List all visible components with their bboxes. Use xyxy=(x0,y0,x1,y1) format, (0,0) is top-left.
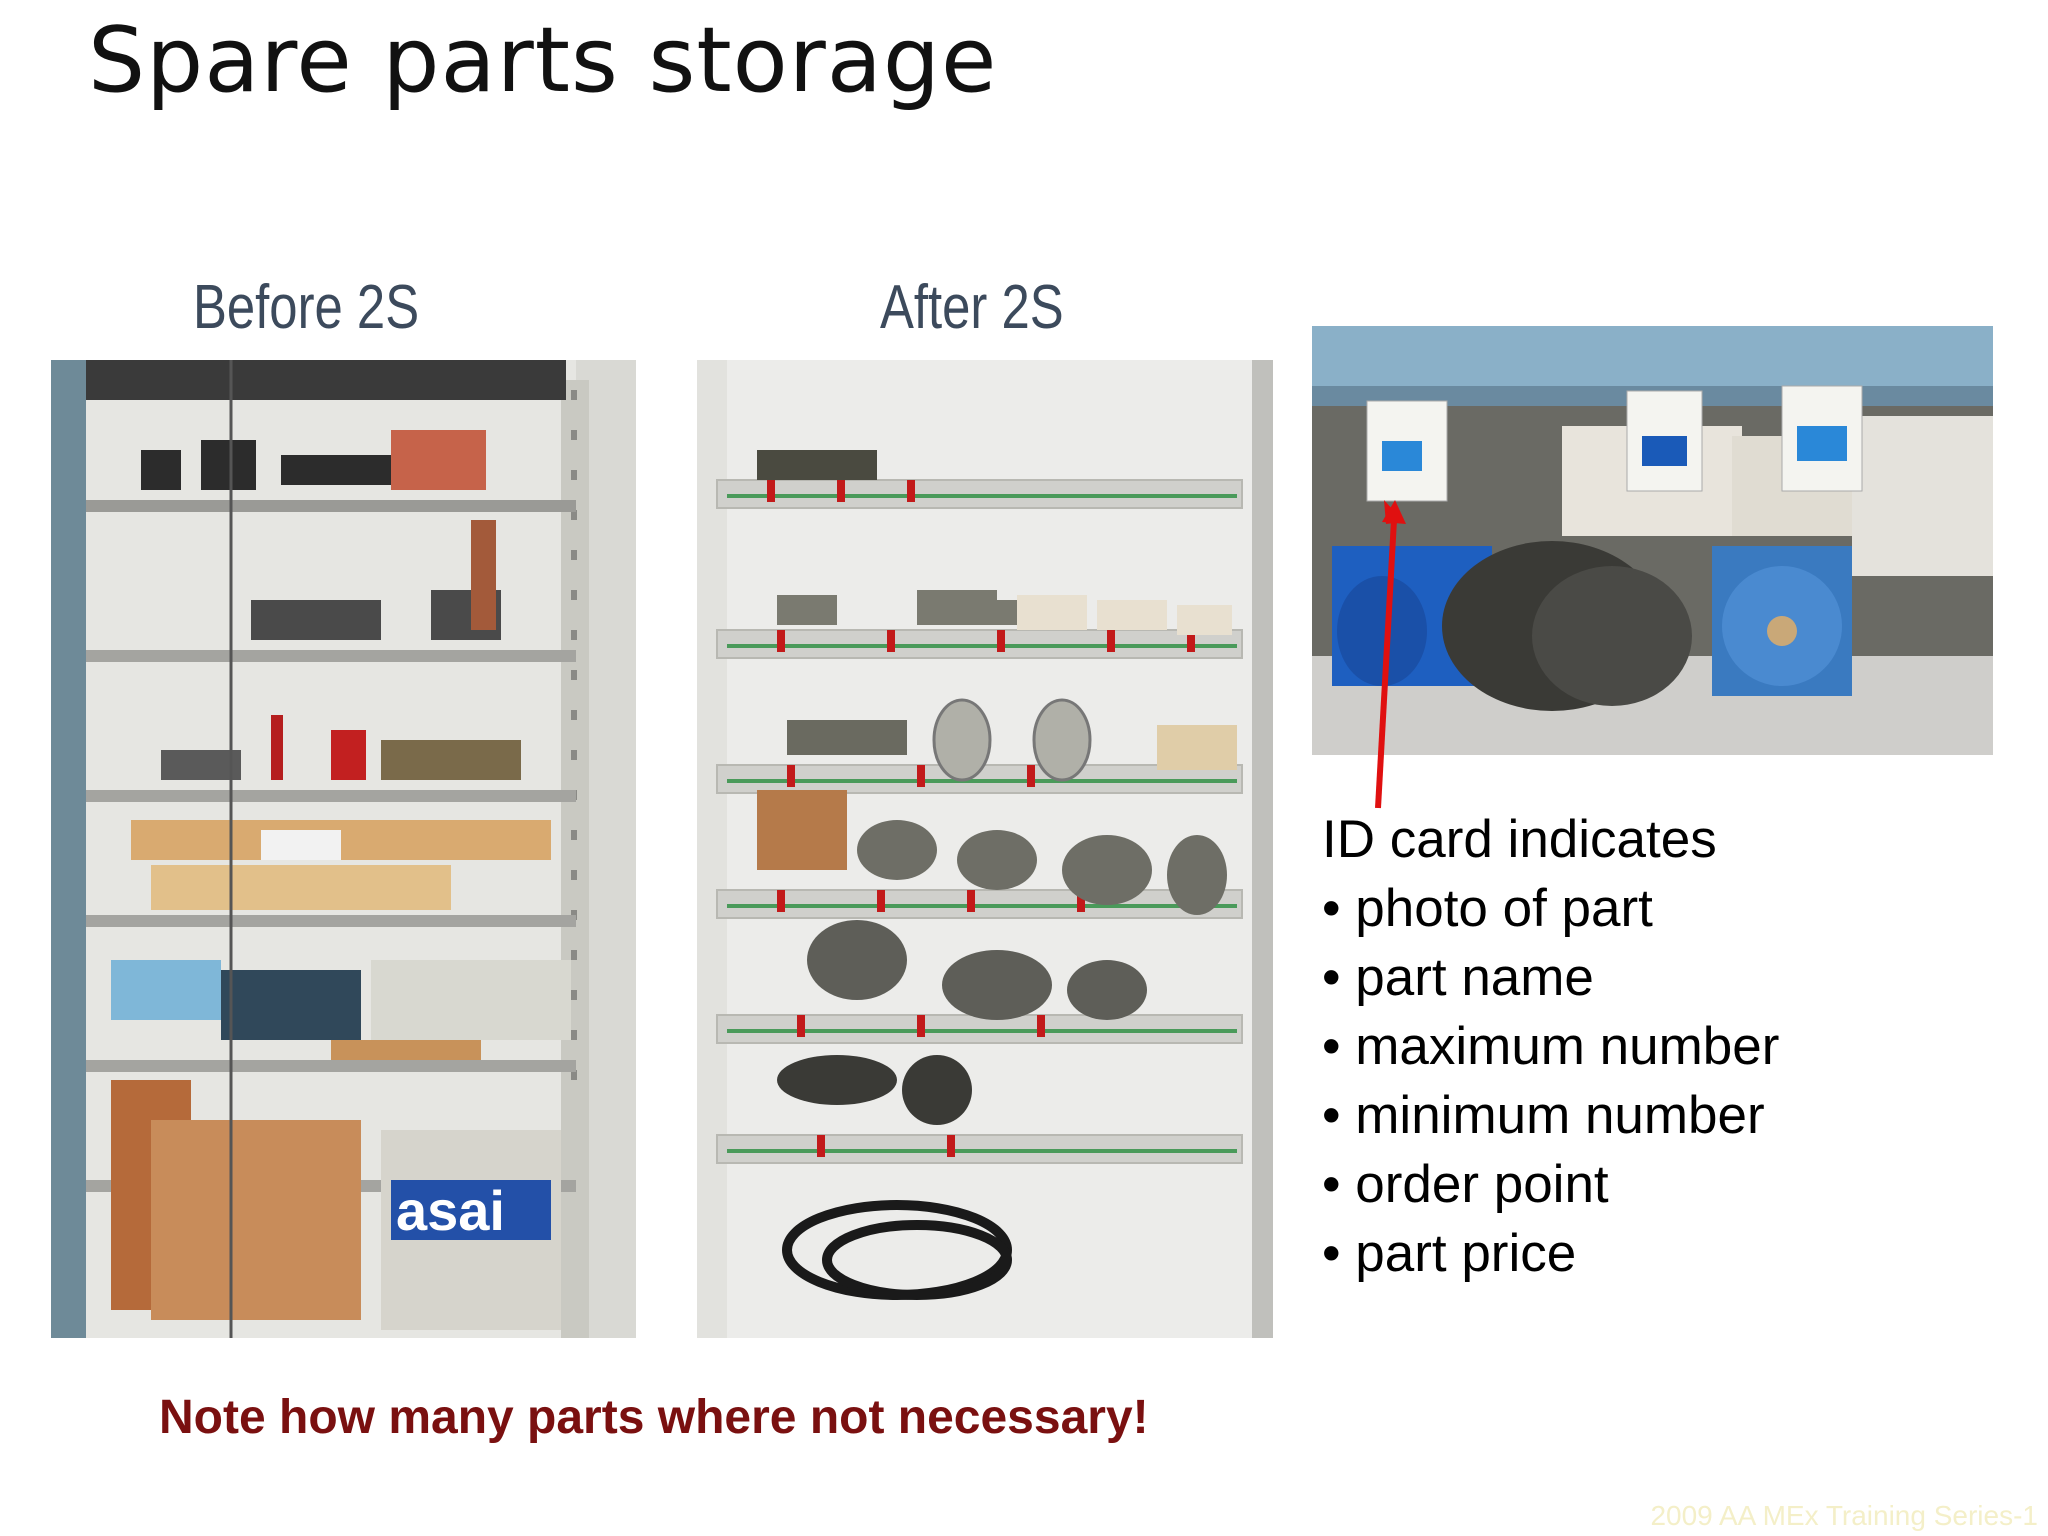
idcard-description: ID card indicates photo of part part nam… xyxy=(1322,805,1779,1288)
idcard-list: photo of part part name maximum number m… xyxy=(1322,874,1779,1288)
list-item: photo of part xyxy=(1322,874,1779,943)
slide-title: Spare parts storage xyxy=(88,8,998,113)
asai-box-label: asai xyxy=(396,1179,505,1242)
footer-text: 2009 AA MEx Training Series-1 xyxy=(1650,1500,2038,1531)
list-item: order point xyxy=(1322,1150,1779,1219)
before-2s-photo: asai xyxy=(51,360,636,1338)
after-2s-photo xyxy=(697,360,1273,1338)
idcard-photo xyxy=(1312,326,1993,755)
list-item: part price xyxy=(1322,1219,1779,1288)
list-item: minimum number xyxy=(1322,1081,1779,1150)
idcard-heading: ID card indicates xyxy=(1322,810,1717,869)
list-item: part name xyxy=(1322,943,1779,1012)
note-text: Note how many parts where not necessary! xyxy=(159,1391,1149,1444)
list-item: maximum number xyxy=(1322,1012,1779,1081)
before-caption: Before 2S xyxy=(193,273,420,342)
after-caption: After 2S xyxy=(880,273,1064,342)
